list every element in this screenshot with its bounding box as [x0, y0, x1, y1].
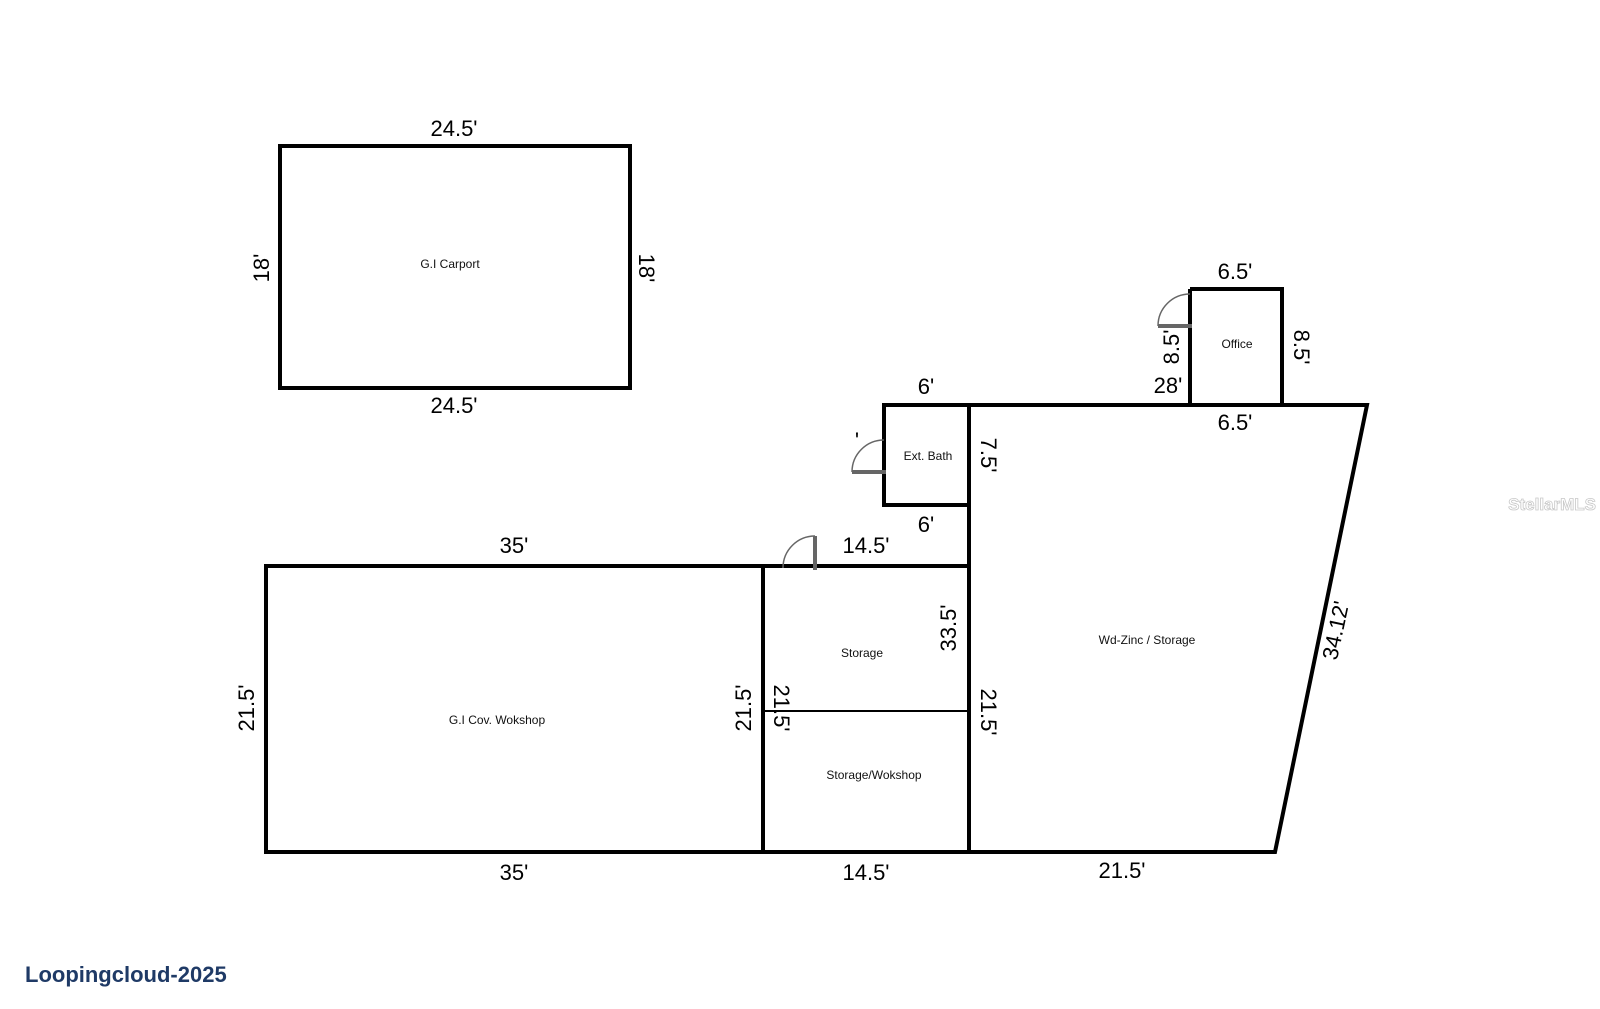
- carport-left-dimension: 18': [249, 254, 274, 283]
- bath-right-dimension: 7.5': [976, 438, 1001, 473]
- workshop-left-dimension: 21.5': [234, 684, 259, 731]
- workshop-bottom-dimension: 35': [500, 860, 529, 885]
- office-top-dimension: 6.5': [1218, 259, 1253, 284]
- office-label: Office: [1221, 337, 1252, 351]
- main-bottom-dimension: 21.5': [1098, 858, 1145, 883]
- office-door-swing: [1157, 293, 1191, 327]
- bath-outline: [882, 403, 969, 507]
- storage-bottom-dimension: 14.5': [842, 860, 889, 885]
- storage-right-dimension: 33.5': [936, 604, 961, 651]
- covered-workshop-outline: [264, 564, 765, 854]
- main-left-dimension: 21.5': [976, 688, 1001, 735]
- carport-outline: [278, 144, 632, 390]
- bath-bottom-dimension: 6': [918, 512, 934, 537]
- office-left-dimension: 8.5': [1159, 330, 1184, 365]
- covered-workshop-label: G.I Cov. Wokshop: [449, 713, 546, 727]
- main-storage-outline: [967, 403, 1370, 854]
- bath-top-dimension: 6': [918, 374, 934, 399]
- stellarmls-watermark: StellarMLS: [1508, 495, 1596, 514]
- storage-workshop-label: Storage/Wokshop: [826, 768, 921, 782]
- storage-left-dimension: 21.5': [769, 684, 794, 731]
- storage-outline: [763, 564, 971, 854]
- carport-top-dimension: 24.5': [430, 116, 477, 141]
- carport-bottom-dimension: 24.5': [430, 393, 477, 418]
- office-right-dimension: 8.5': [1289, 330, 1314, 365]
- ext-bath-label: Ext. Bath: [904, 449, 953, 463]
- carport-right-dimension: 18': [634, 254, 659, 283]
- main-top-left-dimension: 28': [1154, 373, 1183, 398]
- carport-label: G.I Carport: [420, 257, 480, 271]
- wd-zinc-storage-label: Wd-Zinc / Storage: [1099, 633, 1196, 647]
- main-diagonal-dimension: 34.12': [1317, 599, 1354, 662]
- bath-door-swing: [851, 439, 885, 473]
- storage-label: Storage: [841, 646, 883, 660]
- bath-door-mark: ': [855, 428, 859, 453]
- credit-label: Loopingcloud-2025: [25, 962, 227, 987]
- storage-door-swing: [782, 535, 816, 569]
- office-bottom-dimension: 6.5': [1218, 410, 1253, 435]
- office-outline: [1190, 287, 1284, 404]
- workshop-right-dimension: 21.5': [731, 684, 756, 731]
- workshop-top-dimension: 35': [500, 533, 529, 558]
- storage-top-dimension: 14.5': [842, 533, 889, 558]
